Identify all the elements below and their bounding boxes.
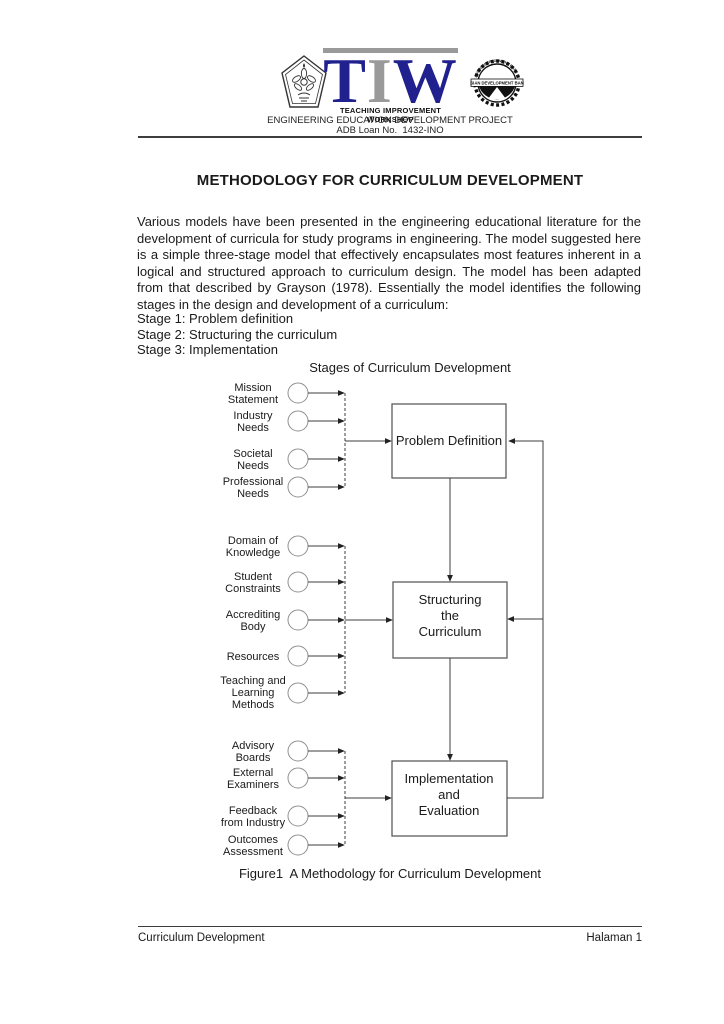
stage-1-line: Stage 1: Problem definition	[137, 311, 294, 326]
diagram-title: Stages of Curriculum Development	[309, 360, 511, 375]
teaching-label-2: Learning	[232, 687, 275, 699]
mission-label-2: Statement	[228, 394, 278, 406]
structuring-box-label-2: the	[441, 608, 459, 623]
external-examiners-circle	[287, 767, 309, 789]
adb-band-text: ASIAN DEVELOPMENT BANK	[470, 80, 524, 85]
feedback-label-2: from Industry	[221, 817, 286, 829]
figure-caption: Figure1 A Methodology for Curriculum Dev…	[238, 866, 542, 881]
teaching-label-3: Methods	[232, 699, 275, 711]
advisory-boards-circle	[287, 740, 309, 762]
footer-page-number: Halaman 1	[586, 932, 642, 944]
tiw-wordmark: T I W	[322, 45, 459, 116]
student-label-1: Student	[234, 571, 272, 583]
professional-label-1: Professional	[223, 476, 284, 488]
mission-label-1: Mission	[234, 382, 271, 394]
mission-statement-circle	[287, 382, 309, 404]
industry-label-1: Industry	[233, 410, 273, 422]
problem-box-label: Problem Definition	[396, 433, 502, 448]
feedback-industry-circle	[287, 805, 309, 827]
advisory-label-1: Advisory	[232, 740, 275, 752]
workshop-tagline: TEACHING IMPROVEMENT WORKSHOP	[339, 106, 442, 124]
loan-line: ADB Loan No. 1432-INO	[336, 125, 444, 136]
external-label-2: Examiners	[227, 779, 279, 791]
implementation-box-label-1: Implementation	[405, 771, 494, 786]
curriculum-flow-diagram: Problem Definition Structuring the Curri…	[220, 382, 544, 858]
resources-circle	[287, 645, 309, 667]
domain-label-2: Knowledge	[226, 547, 280, 559]
feedback-label-1: Feedback	[229, 805, 278, 817]
professional-label-2: Needs	[237, 488, 269, 500]
student-constraints-circle	[287, 571, 309, 593]
tiw-letter-w: W	[392, 45, 458, 116]
problem-definition-box	[391, 403, 507, 479]
structuring-box-label-3: Curriculum	[419, 624, 482, 639]
outcomes-assessment-circle	[287, 834, 309, 856]
tiw-letter-i: I	[366, 45, 393, 116]
footer-rule	[138, 926, 642, 927]
intro-paragraph: Various models have been presented in th…	[137, 214, 641, 312]
implementation-evaluation-box	[391, 760, 508, 837]
resources-label: Resources	[227, 651, 280, 663]
structuring-box-label-1: Structuring	[419, 592, 482, 607]
outcomes-label-1: Outcomes	[228, 834, 279, 846]
stage-2-line: Stage 2: Structuring the curriculum	[137, 326, 338, 342]
industry-label-2: Needs	[237, 422, 269, 434]
industry-needs-circle	[287, 410, 309, 432]
student-label-2: Constraints	[225, 583, 281, 595]
teaching-label-1: Teaching and	[220, 675, 285, 687]
domain-label-1: Domain of	[228, 535, 279, 547]
domain-knowledge-circle	[287, 535, 309, 557]
teaching-methods-circle	[287, 682, 309, 704]
professional-needs-circle	[287, 476, 309, 498]
stage-list: Stage 1: Problem definition Stage 2: Str…	[137, 311, 337, 358]
implementation-box-label-3: Evaluation	[419, 803, 480, 818]
project-line: ENGINEERING EDUCATION DEVELOPMENT PROJEC…	[267, 115, 513, 126]
page-title: METHODOLOGY FOR CURRICULUM DEVELOPMENT	[196, 172, 584, 189]
societal-label-2: Needs	[237, 460, 269, 472]
stage-3-line: Stage 3: Implementation	[137, 342, 278, 358]
adb-logo-icon: ASIAN DEVELOPMENT BANK ASIAN DEVELOPMENT…	[470, 59, 524, 107]
footer-left: Curriculum Development	[138, 932, 265, 944]
societal-label-1: Societal	[233, 448, 272, 460]
advisory-label-2: Boards	[236, 752, 271, 764]
accrediting-label-2: Body	[240, 621, 266, 633]
accrediting-label-1: Accrediting	[226, 609, 280, 621]
external-label-1: External	[233, 767, 273, 779]
tiw-top-bar	[323, 48, 458, 53]
header-rule	[138, 136, 642, 138]
tiw-letter-t: T	[323, 45, 367, 116]
ministry-emblem-icon	[281, 55, 327, 108]
implementation-box-label-2: and	[438, 787, 460, 802]
societal-needs-circle	[287, 448, 309, 470]
outcomes-label-2: Assessment	[223, 846, 283, 858]
accrediting-body-circle	[287, 609, 309, 631]
